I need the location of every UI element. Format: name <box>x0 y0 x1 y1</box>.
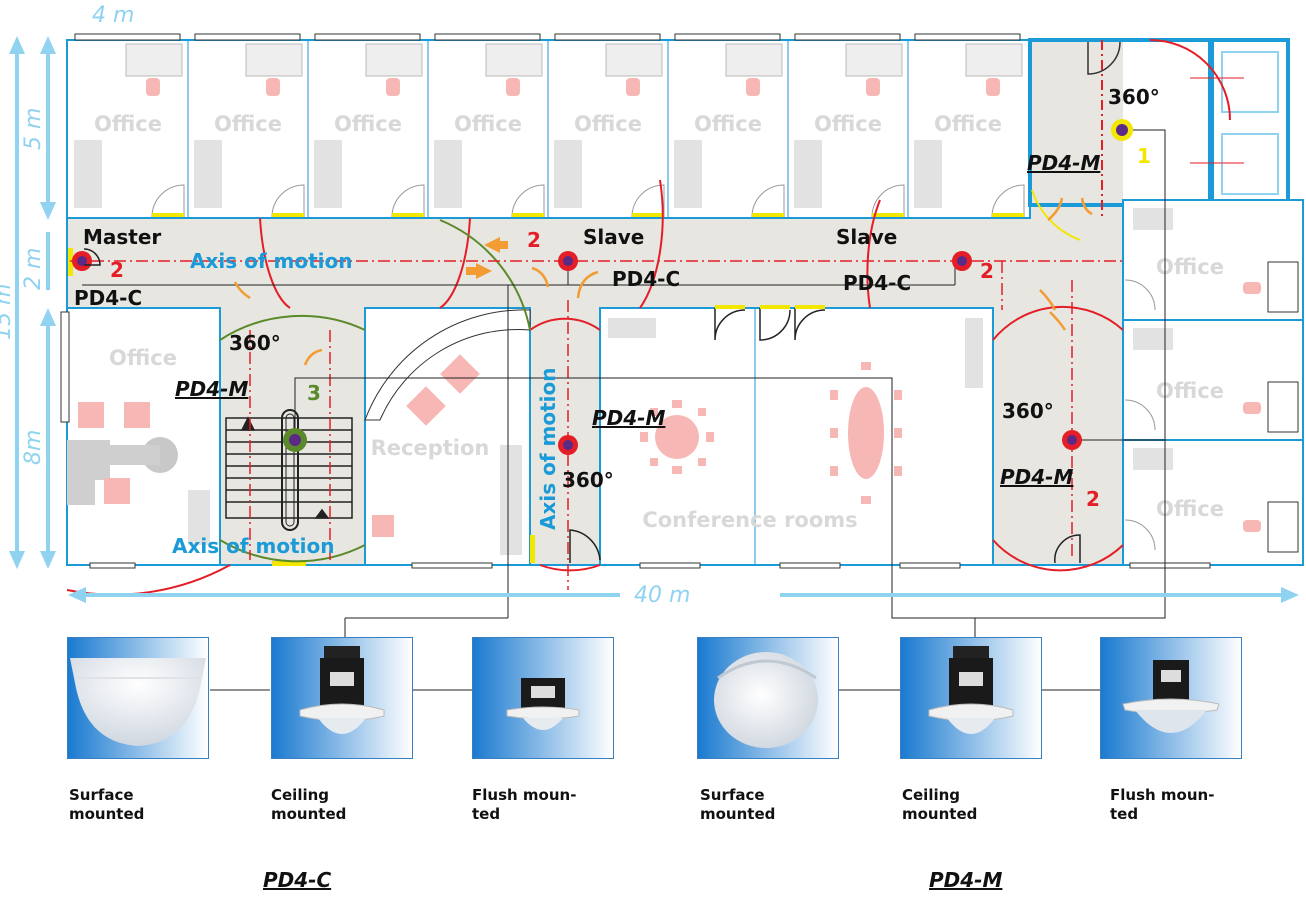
total-depth-dimension: 15 m <box>0 284 16 340</box>
diagram-labels: Master Slave Slave PD4-C PD4-C PD4-C Axi… <box>74 85 1160 558</box>
top-office-labels: Office Office Office Office Office Offic… <box>94 112 1002 136</box>
ceiling-mounted-sensor-photo <box>271 637 413 759</box>
office-label: Office <box>574 112 642 136</box>
pd4c-product-title: PD4-C <box>263 868 332 892</box>
length-dimension: 40 m <box>634 583 690 608</box>
width-dimension: 4 m <box>92 3 134 28</box>
slave-label: Slave <box>836 225 897 249</box>
surface-mounted-sensor-photo <box>697 637 839 759</box>
office-label: Office <box>1156 379 1224 403</box>
dimension-labels: 4 m 5 m 2 m 15 m 8m 40 m <box>0 3 690 608</box>
flush-mounted-sensor-photo <box>1100 637 1242 759</box>
right-offices: Office Office Office <box>1122 199 1304 566</box>
sensors <box>72 119 1133 455</box>
product-caption: Flush moun- ted <box>472 786 577 823</box>
flush-mounted-sensor-photo <box>472 637 614 759</box>
axis-lines <box>70 260 1123 590</box>
sensor-number-2: 2 <box>1086 487 1100 511</box>
top-office-furniture <box>74 43 1025 218</box>
office-label: Office <box>454 112 522 136</box>
office-label: Office <box>214 112 282 136</box>
corridor-dimension: 2 m <box>21 248 46 290</box>
360-label: 360° <box>1108 85 1160 109</box>
product-caption: Surface mounted <box>700 786 776 823</box>
sensor-number-1: 1 <box>1137 144 1151 168</box>
ceiling-mounted-sensor-photo <box>900 637 1042 759</box>
pd4m-sensor <box>283 428 307 452</box>
pd4m-sensor <box>1111 119 1133 141</box>
office-label: Office <box>334 112 402 136</box>
office-label: Office <box>814 112 882 136</box>
movement-arrows <box>233 197 1093 366</box>
left-office: Office <box>60 307 221 566</box>
pd4c-slave-sensor <box>952 251 972 271</box>
360-label: 360° <box>562 468 614 492</box>
pd4m-label: PD4-M <box>1027 151 1100 175</box>
lower-depth-dimension: 8m <box>21 430 46 465</box>
pd4c-label: PD4-C <box>843 271 911 295</box>
conference-label: Conference rooms <box>642 508 857 532</box>
pd4m-label: PD4-M <box>1000 465 1073 489</box>
pd4m-sensor <box>558 435 578 455</box>
pd4c-master-sensor <box>72 251 92 271</box>
pd4m-label: PD4-M <box>175 377 248 401</box>
reception-label: Reception <box>371 436 490 460</box>
detection-ranges <box>66 179 1124 596</box>
360-label: 360° <box>1002 399 1054 423</box>
office-label: Office <box>94 112 162 136</box>
conference-rooms: Conference rooms <box>599 307 994 566</box>
top-right-lobby <box>1028 38 1290 241</box>
slave-label: Slave <box>583 225 644 249</box>
master-label: Master <box>83 225 161 249</box>
wiring <box>82 129 1166 691</box>
product-caption: Flush moun- ted <box>1110 786 1215 823</box>
top-windows <box>74 33 1021 41</box>
pd4m-label: PD4-M <box>592 406 665 430</box>
product-caption: Ceiling mounted <box>902 786 978 823</box>
office-depth-dimension: 5 m <box>21 108 46 150</box>
doors <box>569 308 1081 564</box>
yellow-marks <box>68 248 825 566</box>
product-caption: Surface mounted <box>69 786 145 823</box>
office-label: Office <box>109 346 177 370</box>
bottom-windows <box>89 562 1211 569</box>
office-label: Office <box>1156 255 1224 279</box>
sensor-number-3: 3 <box>307 381 321 405</box>
reception-area: Reception <box>364 307 531 566</box>
product-caption: Ceiling mounted <box>271 786 347 823</box>
sensor-number-2: 2 <box>527 228 541 252</box>
axis-of-motion-label: Axis of motion <box>190 249 352 273</box>
axis-of-motion-label: Axis of motion <box>536 368 560 530</box>
pd4m-product-title: PD4-M <box>929 868 1003 892</box>
office-label: Office <box>694 112 762 136</box>
dimensions <box>9 36 1299 603</box>
sensor-number-2: 2 <box>110 258 124 282</box>
360-label: 360° <box>229 331 281 355</box>
pd4c-label: PD4-C <box>74 286 142 310</box>
pd4c-slave-sensor <box>558 251 578 271</box>
office-label: Office <box>934 112 1002 136</box>
pd4m-sensor <box>1062 430 1082 450</box>
office-label: Office <box>1156 497 1224 521</box>
floor-areas <box>67 40 1123 565</box>
pd4c-label: PD4-C <box>612 267 680 291</box>
surface-mounted-sensor-photo <box>67 637 209 759</box>
sensor-number-2: 2 <box>980 259 994 283</box>
axis-of-motion-label: Axis of motion <box>172 534 334 558</box>
